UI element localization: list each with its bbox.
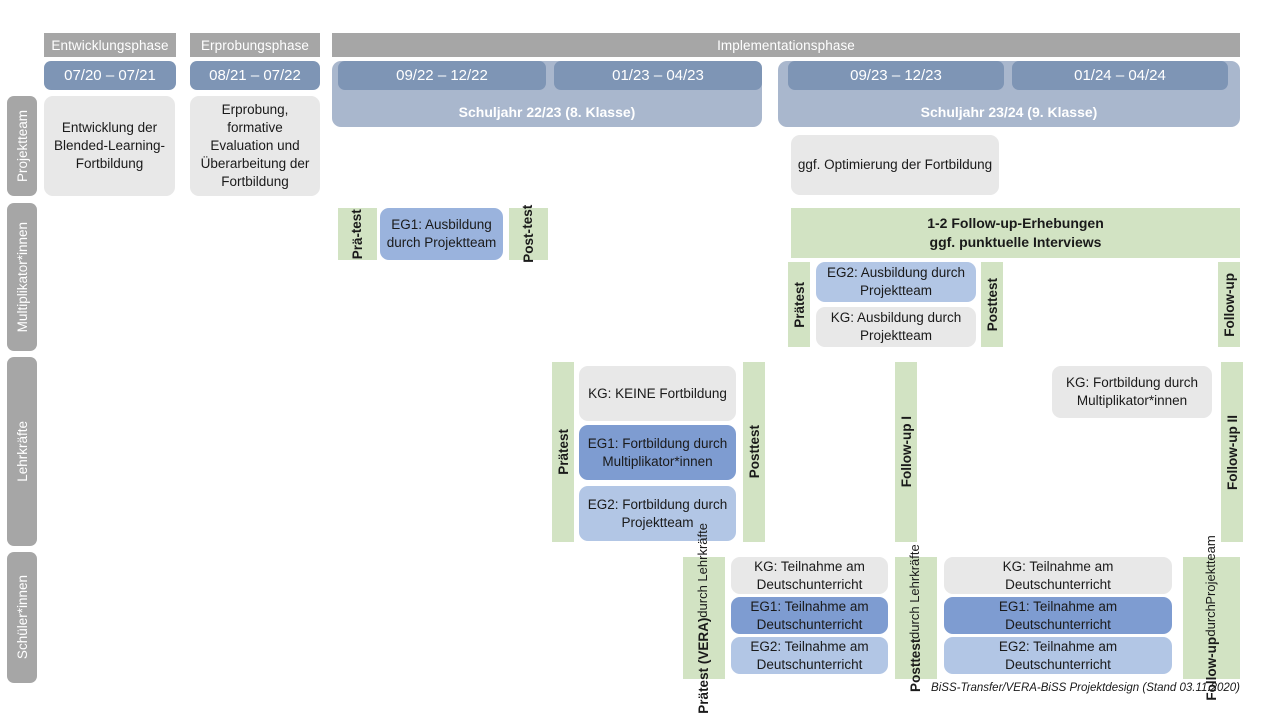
box-eg2-ausbildung-projektteam-label: EG2: Ausbildung durch Projektteam [826,265,966,298]
box-entwicklung-fortbildung-label: Entwicklung der Blended-Learning-Fortbil… [53,120,166,171]
box-eg1-teilnahme-left-label: EG1: Teilnahme am Deutschunterricht [750,598,869,632]
box-optimierung-fortbildung: ggf. Optimierung der Fortbildung [791,135,999,195]
phase-bar-entwicklungsphase: Entwicklungsphase [44,33,176,57]
green-followup1-lehrkraefte-label: Follow-up I [898,416,914,488]
box-eg2-teilnahme-right: EG2: Teilnahme am Deutschunterricht [944,637,1172,674]
box-kg-teilnahme-right-label: KG: Teilnahme am Deutschunterricht [1002,558,1114,592]
date-bar-0124-0424: 01/24 – 04/24 [1012,61,1228,90]
date-bar-0923-1223: 09/23 – 12/23 [788,61,1004,90]
green-posttest-multiplikator-left-stack: Post- test [520,205,538,263]
green-posttest-multiplikator-right-label: Posttest [984,277,1000,332]
followup-schueler-sub1: durch [1202,604,1218,638]
row-label-multiplikator-text: Multiplikator*innen [14,221,30,333]
green-followup1-lehrkraefte: Follow-up I [895,362,917,542]
row-label-lehrkraefte: Lehrkräfte [7,357,37,546]
date-bar-0922-1222-label: 09/22 – 12/22 [396,67,488,84]
row-label-projektteam-text: Projektteam [14,109,30,183]
posttest-schueler-sub: durch Lehrkräfte [907,544,923,639]
box-kg-teilnahme-left-label: KG: Teilnahme am Deutschunterricht [754,558,865,592]
date-bar-0123-0423: 01/23 – 04/23 [554,61,762,90]
green-praetest-lehrkraefte: Prätest [552,362,574,542]
box-kg-teilnahme-right: KG: Teilnahme am Deutschunterricht [944,557,1172,594]
box-eg2-fortbildung-projektteam-label: EG2: Fortbildung durch Projektteam [587,496,728,530]
date-bar-0720-0721: 07/20 – 07/21 [44,61,176,90]
box-eg2-fortbildung-projektteam: EG2: Fortbildung durch Projektteam [579,486,736,541]
box-eg1-teilnahme-left: EG1: Teilnahme am Deutschunterricht [731,597,888,634]
banner-followup-erhebungen-text: 1-2 Follow-up-Erhebungen ggf. punktuelle… [927,214,1104,252]
praetest-line2: test [348,208,364,233]
green-praetest-multiplikator-left: Prä- test [338,208,377,260]
banner-followup-line2: ggf. punktuelle Interviews [929,234,1102,250]
box-eg2-ausbildung-projektteam: EG2: Ausbildung durch Projektteam [816,262,976,302]
box-eg2-teilnahme-left-label: EG2: Teilnahme am Deutschunterricht [750,638,869,672]
box-eg2-teilnahme-left: EG2: Teilnahme am Deutschunterricht [731,637,888,674]
box-erprobung-evaluation: Erprobung, formative Evaluation und Über… [190,96,320,196]
green-posttest-multiplikator-right: Posttest [981,262,1003,347]
phase-bar-erprobungsphase-label: Erprobungsphase [200,37,310,53]
box-eg1-ausbildung-projektteam: EG1: Ausbildung durch Projektteam [380,208,503,260]
footer-caption: BiSS-Transfer/VERA-BiSS Projektdesign (S… [760,682,1240,700]
box-kg-ausbildung-projektteam-label: KG: Ausbildung durch Projektteam [830,310,962,343]
box-eg1-fortbildung-multiplikator: EG1: Fortbildung durch Multiplikator*inn… [579,425,736,480]
green-followup-multiplikator-label: Follow-up [1221,272,1237,337]
green-praetest-multiplikator-right: Prätest [788,262,810,347]
green-followup2-lehrkraefte-label: Follow-up II [1224,414,1240,490]
posttest-line2: test [519,205,535,230]
phase-bar-implementationsphase: Implementationsphase [332,33,1240,57]
row-label-projektteam: Projektteam [7,96,37,196]
green-posttest-lehrkraefte-label: Posttest [746,425,762,479]
box-eg1-teilnahme-right-label: EG1: Teilnahme am Deutschunterricht [998,598,1118,632]
posttest-line1: Post- [520,229,536,263]
box-kg-fortbildung-multiplikator: KG: Fortbildung durch Multiplikator*inne… [1052,366,1212,418]
green-posttest-multiplikator-left: Post- test [509,205,548,263]
box-kg-fortbildung-multiplikator-label: KG: Fortbildung durch Multiplikator*inne… [1065,375,1199,408]
praetest-vera-bold: Prätest (VERA) [696,617,712,714]
green-praetest-lehrkraefte-label: Prätest [555,429,571,475]
box-erprobung-evaluation-label: Erprobung, formative Evaluation und Über… [200,102,310,189]
green-praetest-multiplikator-right-label: Prätest [791,281,807,328]
green-praetest-vera-schueler: Prätest (VERA) durch Lehrkräfte [683,523,725,713]
date-bar-0123-0423-label: 01/23 – 04/23 [612,67,704,84]
footer-caption-text: BiSS-Transfer/VERA-BiSS Projektdesign (S… [931,682,1240,694]
date-bar-0922-1222: 09/22 – 12/22 [338,61,546,90]
box-kg-teilnahme-left: KG: Teilnahme am Deutschunterricht [731,557,888,594]
box-kg-ausbildung-projektteam: KG: Ausbildung durch Projektteam [816,307,976,347]
row-label-lehrkraefte-text: Lehrkräfte [14,421,30,482]
green-praetest-vera-schueler-stack: Prätest (VERA) durch Lehrkräfte [695,522,712,714]
phase-bar-erprobungsphase: Erprobungsphase [190,33,320,57]
box-eg2-teilnahme-right-label: EG2: Teilnahme am Deutschunterricht [998,638,1118,672]
box-entwicklung-fortbildung: Entwicklung der Blended-Learning-Fortbil… [44,96,175,196]
box-eg1-ausbildung-projektteam-label: EG1: Ausbildung durch Projektteam [386,217,497,250]
praetest-line1: Prä- [349,232,365,260]
row-label-schueler-text: Schüler*innen [14,575,30,660]
box-eg1-fortbildung-multiplikator-label: EG1: Fortbildung durch Multiplikator*inn… [587,435,728,469]
date-bar-0720-0721-label: 07/20 – 07/21 [64,67,156,84]
green-posttest-lehrkraefte: Posttest [743,362,765,542]
green-followup-schueler: Follow-up durch Projektteam [1183,535,1240,701]
date-bar-0821-0722-label: 08/21 – 07/22 [209,67,301,84]
box-optimierung-fortbildung-label: ggf. Optimierung der Fortbildung [797,157,993,173]
banner-followup-line1: 1-2 Follow-up-Erhebungen [927,215,1104,232]
banner-followup-erhebungen: 1-2 Follow-up-Erhebungen ggf. punktuelle… [791,208,1240,258]
green-posttest-schueler-stack: Posttest durch Lehrkräfte [907,544,924,692]
box-kg-keine-fortbildung: KG: KEINE Fortbildung [579,366,736,421]
schuljahr-band-2223-label: Schuljahr 22/23 (8. Klasse) [458,104,636,120]
phase-bar-implementationsphase-label: Implementationsphase [717,37,855,53]
phase-bar-entwicklungsphase-label: Entwicklungsphase [51,37,169,53]
followup-schueler-sub2: Projektteam [1202,535,1218,605]
green-followup-schueler-stack: Follow-up durch Projektteam [1202,535,1220,701]
date-bar-0923-1223-label: 09/23 – 12/23 [850,67,942,84]
schuljahr-band-2324-label: Schuljahr 23/24 (9. Klasse) [920,104,1098,120]
green-followup2-lehrkraefte: Follow-up II [1221,362,1243,542]
row-label-multiplikator: Multiplikator*innen [7,203,37,351]
row-label-schueler: Schüler*innen [7,552,37,683]
green-praetest-multiplikator-left-stack: Prä- test [349,209,367,259]
date-bar-0124-0424-label: 01/24 – 04/24 [1074,67,1166,84]
praetest-vera-sub: durch Lehrkräfte [695,522,711,618]
box-eg1-teilnahme-right: EG1: Teilnahme am Deutschunterricht [944,597,1172,634]
green-posttest-schueler: Posttest durch Lehrkräfte [895,544,937,692]
date-bar-0821-0722: 08/21 – 07/22 [190,61,320,90]
box-kg-keine-fortbildung-label: KG: KEINE Fortbildung [588,385,727,401]
green-followup-multiplikator: Follow-up [1218,262,1240,347]
